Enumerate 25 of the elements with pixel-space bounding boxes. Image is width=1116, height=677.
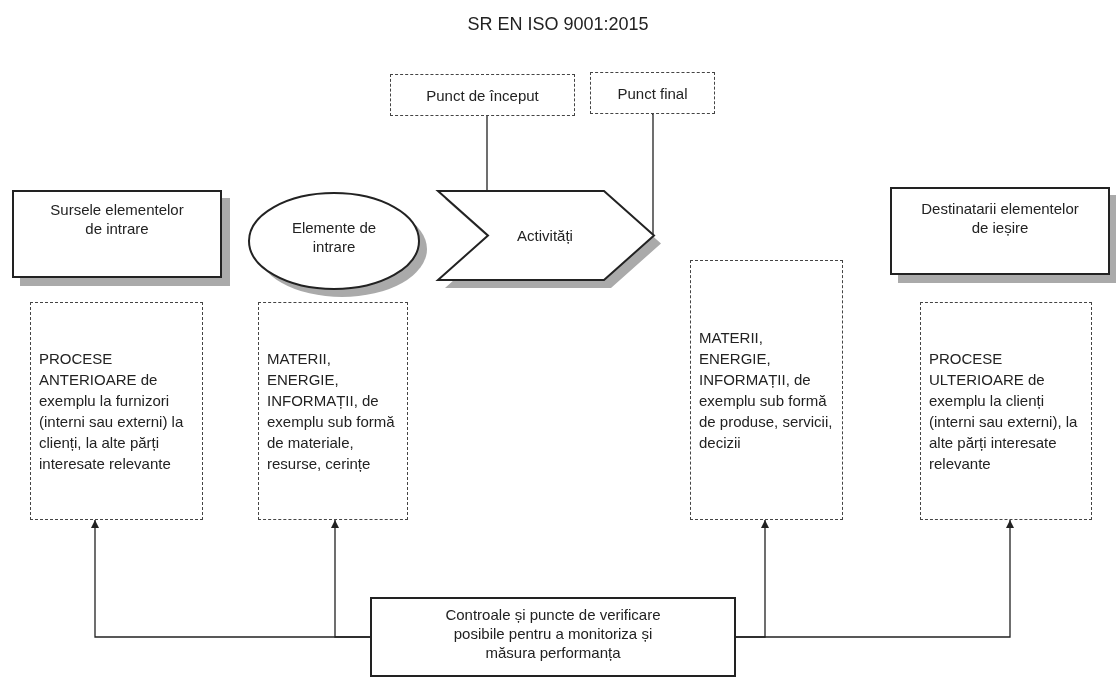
process-box	[370, 597, 736, 677]
box-text: PROCESE ANTERIOARE de exemplu la furnizori (interni sau externi) la clienți, la alte părți interesate relevante	[39, 349, 185, 474]
box-text: Sursele elementelor de intrare	[49, 200, 185, 238]
ellipse-text: Elemente de intrare	[290, 218, 378, 256]
chevron-text: Activități	[517, 226, 573, 245]
dashed-box	[30, 302, 203, 520]
chevron-shape	[437, 191, 661, 288]
box-text: Punct final	[616, 83, 689, 104]
ellipse-shape	[248, 192, 428, 298]
box-text: Controale și puncte de verificare posibile pentru a monitoriza și măsura performanța	[444, 605, 662, 662]
box-text: MATERII, ENERGIE, INFORMAȚII, de exemplu sub formă de produse, servicii, decizii	[699, 328, 834, 453]
box-text: Punct de început	[425, 85, 540, 106]
diagram-title: SR EN ISO 9001:2015	[466, 14, 650, 35]
dashed-box	[920, 302, 1092, 520]
connector-line	[331, 519, 371, 638]
box-text: Destinatarii elementelor de ieșire	[920, 199, 1080, 237]
box-text: PROCESE ULTERIOARE de exemplu la clienți (interni sau externi), la alte părți interesate relevante	[929, 349, 1079, 474]
box-text: MATERII, ENERGIE, INFORMAȚII, de exemplu sub formă de materiale, resurse, cerințe	[267, 349, 396, 474]
dashed-box	[690, 260, 843, 520]
dashed-box	[590, 72, 715, 114]
process-box	[12, 190, 230, 286]
dashed-box	[390, 74, 575, 116]
process-box	[890, 187, 1116, 283]
connector-line	[735, 519, 1014, 638]
dashed-box	[258, 302, 408, 520]
